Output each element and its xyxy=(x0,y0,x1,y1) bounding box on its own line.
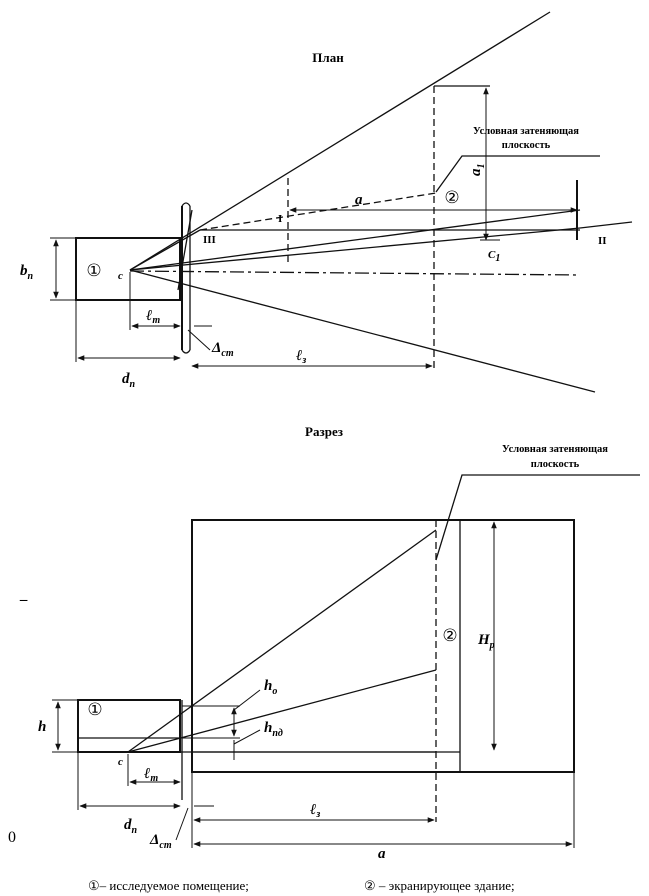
plan-title: План xyxy=(312,50,344,65)
plan-ray-i xyxy=(129,209,581,271)
plan-window-diagonal xyxy=(177,209,193,291)
section-stray-dash: – xyxy=(19,592,28,608)
caption-building: ② – экранирующее здание; xyxy=(364,878,515,893)
plan-building-marker: ② xyxy=(444,188,459,207)
plan-label-lt: ℓт xyxy=(146,308,160,326)
plan-dst-leader xyxy=(187,329,211,351)
plan-dashed-ray-to-building xyxy=(199,192,437,231)
section-label-dp: dп xyxy=(124,817,138,836)
stray-zero: 0 xyxy=(8,829,16,846)
section-label-lt: ℓт xyxy=(144,766,158,784)
plan-rays xyxy=(129,11,596,393)
section-label-hpd: hпд xyxy=(264,720,283,739)
section-hpd-leader xyxy=(233,729,261,745)
section-label-dst: Δст xyxy=(149,832,172,851)
plan-wall-caps xyxy=(181,202,191,354)
section-building-marker: ② xyxy=(442,626,457,645)
plan-shading-note-line2: плоскость xyxy=(502,140,551,151)
plan-shading-plane-leader xyxy=(435,155,600,193)
section-title: Разрез xyxy=(305,424,343,439)
section-ray-top xyxy=(127,529,437,753)
plan-ray-lower-bound xyxy=(129,269,596,393)
section-view: Разрез ① c ② Условная затеняющая плоскос… xyxy=(19,424,640,862)
plan-ray-iii-label: III xyxy=(203,234,216,246)
section-shading-plane-leader xyxy=(435,474,640,561)
plan-label-a1: a1 xyxy=(468,164,487,177)
plan-ray-upper-bound xyxy=(129,11,551,271)
section-shading-note-line2: плоскость xyxy=(531,459,580,470)
plan-ray-iii xyxy=(129,229,201,271)
section-building-outline xyxy=(191,519,575,773)
section-label-a: a xyxy=(378,846,386,862)
section-label-h: h xyxy=(38,719,46,735)
section-dst-leader xyxy=(175,807,189,841)
section-label-l3: ℓз xyxy=(310,802,320,820)
caption-room: ①– исследуемое помещение; xyxy=(88,878,249,893)
section-ho-leader xyxy=(233,689,261,711)
plan-point-c: c xyxy=(118,270,123,282)
plan-view: План ① a xyxy=(20,11,633,393)
section-label-hp: Hр xyxy=(477,632,495,651)
section-point-c: c xyxy=(118,756,123,768)
plan-point-c1: C1 xyxy=(488,249,500,264)
section-room-marker: ① xyxy=(87,700,102,719)
plan-shading-note-line1: Условная затеняющая xyxy=(473,126,579,137)
plan-ray-ii-extension xyxy=(579,221,633,229)
plan-ray-ii xyxy=(129,227,581,271)
section-ray-ho xyxy=(127,669,437,753)
section-shading-note-line1: Условная затеняющая xyxy=(502,444,608,455)
plan-label-dst: Δст xyxy=(211,340,234,359)
plan-ray-ii-label: II xyxy=(598,235,607,247)
plan-ray-i-label: I xyxy=(278,213,282,225)
plan-label-l3: ℓз xyxy=(296,348,306,366)
plan-axis xyxy=(129,270,581,276)
section-label-ho: hо xyxy=(264,678,277,697)
plan-label-dp: dп xyxy=(122,371,136,390)
plan-room-outline xyxy=(75,237,181,301)
plan-label-a: a xyxy=(355,192,363,208)
plan-label-bp: bп xyxy=(20,263,34,282)
plan-room-marker: ① xyxy=(86,261,101,280)
